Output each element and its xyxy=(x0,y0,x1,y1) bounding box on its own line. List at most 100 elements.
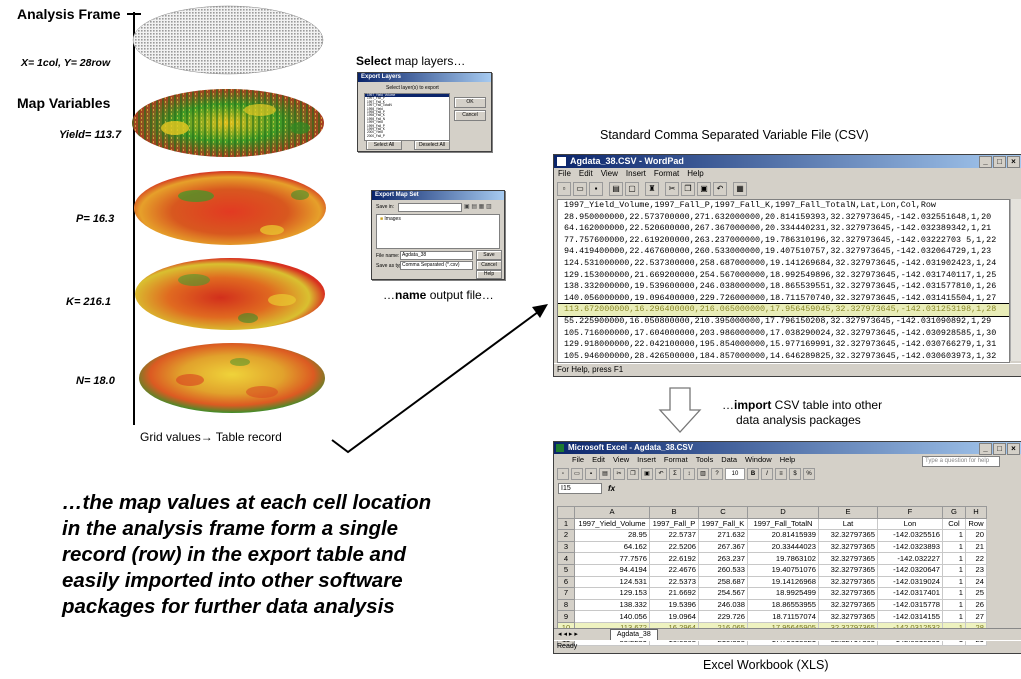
table-cell[interactable]: 124.531 xyxy=(574,575,650,589)
undo-icon[interactable]: ↶ xyxy=(655,468,667,480)
table-cell[interactable]: 22.5373 xyxy=(649,575,699,589)
table-cell[interactable]: 22.5737 xyxy=(649,529,699,542)
table-cell[interactable]: 1 xyxy=(942,598,966,612)
close-button[interactable]: × xyxy=(1007,156,1020,168)
table-cell[interactable]: 263.237 xyxy=(698,552,748,565)
header-cell[interactable]: Lon xyxy=(877,517,943,531)
bold-icon[interactable]: B xyxy=(747,468,759,480)
table-cell[interactable]: -142.0319024 xyxy=(877,575,943,589)
chart-icon[interactable]: ▥ xyxy=(697,468,709,480)
save-button[interactable]: Save xyxy=(476,250,502,260)
table-cell[interactable]: 1 xyxy=(942,540,966,554)
row-header[interactable]: 8 xyxy=(557,598,575,612)
cut-icon[interactable]: ✂ xyxy=(665,182,679,196)
table-cell[interactable]: -142.0317401 xyxy=(877,587,943,600)
cut-icon[interactable]: ✂ xyxy=(613,468,625,480)
table-cell[interactable]: 32.32797365 xyxy=(818,529,878,542)
column-header[interactable]: H xyxy=(965,506,987,519)
table-cell[interactable]: 64.162 xyxy=(574,540,650,554)
table-cell[interactable]: 246.038 xyxy=(698,598,748,612)
table-cell[interactable]: 20 xyxy=(965,529,987,542)
table-cell[interactable]: 22 xyxy=(965,552,987,565)
menu-item[interactable]: View xyxy=(613,455,630,464)
layer-list-item[interactable]: 2000_Fall_P xyxy=(367,133,385,138)
table-cell[interactable]: 32.32797365 xyxy=(818,587,878,600)
folder-item[interactable]: Images xyxy=(384,216,401,222)
layer-list-item[interactable]: 1997_Fall_TotalN xyxy=(367,103,392,108)
deselect-all-button[interactable]: Deselect All xyxy=(414,140,450,150)
column-header[interactable]: A xyxy=(574,506,650,519)
table-cell[interactable]: 18.71157074 xyxy=(747,610,819,623)
table-cell[interactable]: 271.632 xyxy=(698,529,748,542)
help-search-input[interactable]: Type a question for help xyxy=(922,456,1000,467)
cancel-button[interactable]: Cancel xyxy=(476,260,502,270)
table-cell[interactable]: 19.14126968 xyxy=(747,575,819,589)
table-cell[interactable]: 22.6192 xyxy=(649,552,699,565)
table-cell[interactable]: 19.5396 xyxy=(649,598,699,612)
table-cell[interactable]: 18.9925499 xyxy=(747,587,819,600)
file-name-field[interactable]: Agdata_38 xyxy=(400,251,473,260)
table-cell[interactable]: -142.0320647 xyxy=(877,563,943,577)
layer-list-item[interactable]: 1998_Yield xyxy=(367,106,383,111)
file-list[interactable]: ■ Images xyxy=(376,214,500,249)
align-icon[interactable]: ≡ xyxy=(775,468,787,480)
row-header[interactable]: 6 xyxy=(557,575,575,589)
sheet-nav-icons[interactable]: ◂ ◂ ▸ ▸ xyxy=(558,631,578,638)
menu-item[interactable]: Data xyxy=(721,455,738,464)
percent-icon[interactable]: % xyxy=(803,468,815,480)
menu-item[interactable]: View xyxy=(600,169,618,178)
layer-list-item[interactable]: 2000_Yield xyxy=(367,130,383,135)
column-header[interactable]: G xyxy=(942,506,966,519)
layer-list-item[interactable]: 1998_Fall_P xyxy=(367,110,385,115)
document-area[interactable]: 1997_Yield_Volume,1997_Fall_P,1997_Fall_… xyxy=(557,199,1010,363)
table-cell[interactable]: 77.7576 xyxy=(574,552,650,565)
preview-icon[interactable]: ▢ xyxy=(625,182,639,196)
save-icon[interactable]: ▪ xyxy=(589,182,603,196)
layer-list-item[interactable]: 1997_Yield_Volume xyxy=(365,93,449,98)
row-header[interactable]: 9 xyxy=(557,610,575,623)
font-size-select[interactable]: 10 xyxy=(725,468,745,480)
table-cell[interactable]: 19.0964 xyxy=(649,610,699,623)
table-cell[interactable]: 94.4194 xyxy=(574,563,650,577)
paste-icon[interactable]: ▣ xyxy=(697,182,711,196)
row-header[interactable]: 4 xyxy=(557,552,575,565)
layer-list-item[interactable]: 1997_Fall_P xyxy=(367,96,385,101)
save-type-select[interactable]: Comma Separated (*.csv) xyxy=(400,261,473,270)
menu-item[interactable]: Format xyxy=(663,455,688,464)
italic-icon[interactable]: I xyxy=(761,468,773,480)
table-cell[interactable]: 140.056 xyxy=(574,610,650,623)
header-cell[interactable]: 1997_Fall_P xyxy=(649,517,699,531)
minimize-button[interactable]: _ xyxy=(979,443,992,455)
column-header[interactable]: F xyxy=(877,506,943,519)
column-header[interactable]: E xyxy=(818,506,878,519)
header-cell[interactable]: 1997_Yield_Volume xyxy=(574,517,650,531)
name-box[interactable]: I15 xyxy=(558,482,602,494)
table-cell[interactable]: 258.687 xyxy=(698,575,748,589)
date-time-icon[interactable]: ▦ xyxy=(733,182,747,196)
layer-list-item[interactable]: 1999_Yield xyxy=(367,120,383,125)
table-cell[interactable]: 18.86553955 xyxy=(747,598,819,612)
row-header[interactable]: 1 xyxy=(557,517,575,531)
header-cell[interactable]: Row xyxy=(965,517,987,531)
table-cell[interactable]: 1 xyxy=(942,587,966,600)
table-cell[interactable]: 25 xyxy=(965,587,987,600)
header-cell[interactable]: 1997_Fall_K xyxy=(698,517,748,531)
open-icon[interactable]: ▭ xyxy=(573,182,587,196)
vertical-scrollbar[interactable] xyxy=(1010,199,1021,361)
copy-icon[interactable]: ❐ xyxy=(681,182,695,196)
table-cell[interactable]: 1 xyxy=(942,575,966,589)
table-cell[interactable]: 22.5206 xyxy=(649,540,699,554)
close-button[interactable]: × xyxy=(1007,443,1020,455)
column-header[interactable] xyxy=(557,506,575,519)
print-icon[interactable]: ▤ xyxy=(599,468,611,480)
table-cell[interactable]: 27 xyxy=(965,610,987,623)
maximize-button[interactable]: □ xyxy=(993,443,1006,455)
menu-item[interactable]: Edit xyxy=(578,169,593,178)
new-icon[interactable]: ▫ xyxy=(557,182,571,196)
row-header[interactable]: 7 xyxy=(557,587,575,600)
column-header[interactable]: C xyxy=(698,506,748,519)
menu-item[interactable]: Insert xyxy=(625,169,646,178)
currency-icon[interactable]: $ xyxy=(789,468,801,480)
menu-item[interactable]: File xyxy=(572,455,585,464)
